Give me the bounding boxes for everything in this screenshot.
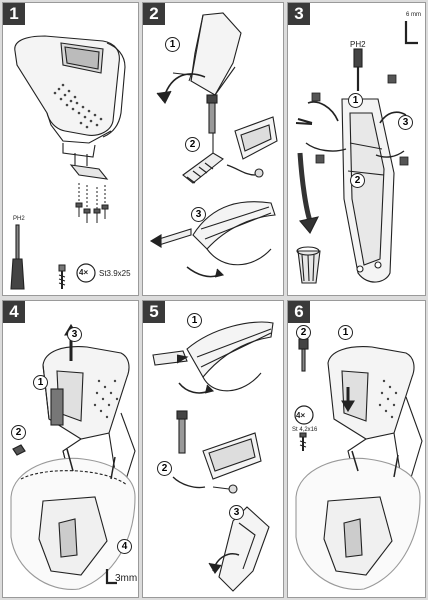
panel-step-2: 2	[142, 2, 284, 296]
step-marker-3: 3	[67, 327, 82, 342]
lid-hinge-removal-illustration	[149, 12, 278, 278]
screw-spec-label: St3.9x25	[99, 269, 131, 278]
step-marker-3: 3	[191, 207, 206, 222]
step-marker-2: 2	[157, 461, 172, 476]
base-unscrew-illustration	[295, 21, 418, 284]
panel-step-5: 5 1 2	[142, 300, 284, 598]
step-marker-1: 1	[187, 313, 202, 328]
step-marker-2: 2	[11, 425, 26, 440]
hex-key-size-label: 3mm	[115, 573, 138, 584]
panel-step-6: 6	[287, 300, 426, 598]
final-fastening-illustration	[294, 338, 423, 590]
step-number-badge: 1	[3, 3, 25, 25]
step-number-badge: 3	[288, 3, 310, 25]
panel-step-1: 1	[2, 2, 139, 296]
panel-step-3: 3	[287, 2, 426, 296]
step-marker-1: 1	[165, 37, 180, 52]
screwdriver-size-label: PH2	[350, 40, 366, 49]
step-marker-3: 3	[229, 505, 244, 520]
panel-step-4: 4	[2, 300, 139, 598]
screwdriver-size-label: PH2	[13, 216, 25, 222]
step-number-badge: 6	[288, 301, 310, 323]
step-marker-1: 1	[348, 93, 363, 108]
screw-count-label: 4×	[296, 411, 306, 420]
armrest-exploded-illustration	[10, 35, 126, 290]
step-marker-4: 4	[117, 539, 132, 554]
step-marker-2: 2	[350, 173, 365, 188]
hex-key-size-label: 6 mm	[406, 12, 421, 18]
step-marker-1: 1	[33, 375, 48, 390]
step-marker-2: 2	[185, 137, 200, 152]
armrest-installation-illustration	[10, 323, 136, 590]
screw-spec-label: St 4,2x16	[292, 427, 318, 433]
step-marker-1: 1	[338, 325, 353, 340]
step-marker-2: 2	[296, 325, 311, 340]
step-marker-3: 3	[398, 115, 413, 130]
screw-count-label: 4×	[79, 268, 89, 277]
step-number-badge: 4	[3, 301, 25, 323]
step-number-badge: 5	[143, 301, 165, 323]
step-number-badge: 2	[143, 3, 165, 25]
lid-reassembly-illustration	[152, 321, 274, 592]
